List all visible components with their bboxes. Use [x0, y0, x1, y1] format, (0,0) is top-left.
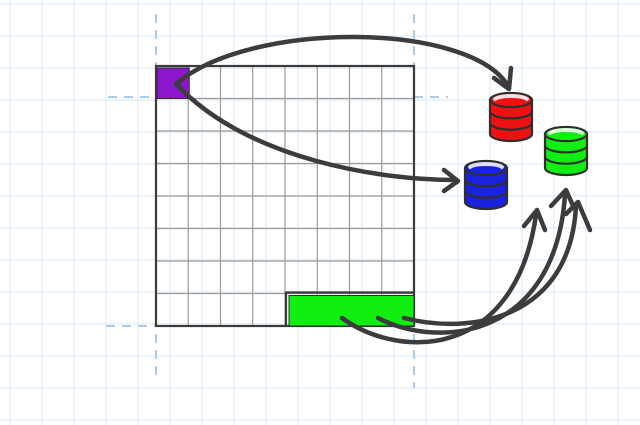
arrow-green-to-green-b — [375, 192, 568, 335]
flow-arrows — [173, 34, 593, 345]
database-blue-icon — [463, 159, 509, 211]
arrow-green-to-green-c — [401, 203, 579, 327]
database-green-icon — [543, 125, 589, 177]
arrow-purple-to-blue-head — [441, 167, 461, 194]
database-blue-icon-top-fill — [470, 166, 502, 174]
database-red-icon-top-fill — [495, 98, 527, 106]
arrow-purple-to-red — [173, 34, 511, 89]
arrow-purple-to-blue — [175, 83, 459, 183]
database-red-icon — [488, 91, 534, 143]
arrow-green-to-green-c-head — [563, 199, 593, 233]
highlighted-cells — [156, 67, 415, 327]
databases — [463, 91, 589, 211]
arrow-green-to-green-a-head — [521, 207, 548, 233]
arrow-purple-to-red-head — [491, 65, 514, 92]
arrow-green-to-green-a — [339, 212, 539, 345]
highlight-cell-green — [288, 295, 415, 327]
database-green-icon-top-fill — [550, 132, 582, 140]
arrow-green-to-green-b-head — [548, 187, 577, 211]
highlight-cell-purple — [156, 67, 190, 99]
